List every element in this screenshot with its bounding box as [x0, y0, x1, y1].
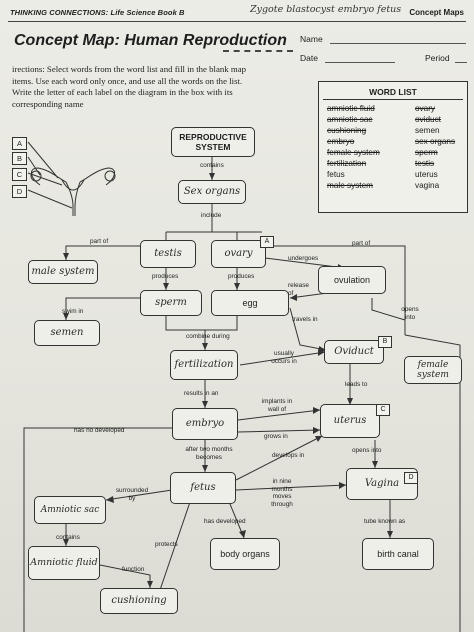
link-tube-known-as: tube known as — [364, 518, 406, 525]
node-fertilization[interactable]: fertilization — [170, 350, 238, 380]
word-item: sperm — [415, 148, 438, 157]
word-item: ovary — [415, 104, 436, 113]
link-implants-in-wall-of: implants in wall of — [261, 398, 293, 413]
link-combine-during: combine during — [186, 333, 230, 340]
instructions: irections: Select words from the word li… — [12, 64, 247, 109]
node-egg: egg — [211, 290, 289, 316]
word-item: vagina — [415, 181, 440, 190]
node-male-system[interactable]: male system — [28, 260, 98, 284]
node-female-system[interactable]: female system — [404, 356, 462, 384]
page-title: Concept Map: Human Reproduction — [14, 32, 287, 49]
node-amniotic-fluid[interactable]: Amniotic fluid — [28, 546, 100, 580]
name-field[interactable] — [330, 43, 466, 44]
word-item: female system — [327, 148, 380, 157]
node-cushioning[interactable]: cushioning — [100, 588, 178, 614]
link-contains: contains — [200, 162, 224, 169]
word-list-rule — [323, 99, 463, 100]
link-part-of-right: part of — [352, 240, 371, 247]
uterus-illustration — [27, 141, 116, 216]
node-oviduct[interactable]: Oviduct — [324, 340, 384, 364]
node-embryo[interactable]: embryo — [172, 408, 238, 440]
link-grows-in: grows in — [264, 433, 288, 440]
word-item: amniotic fluid — [327, 104, 375, 113]
link-has-developed: has developed — [204, 518, 246, 525]
diagram-letter-d[interactable]: D — [12, 185, 27, 198]
node-body-organs: body organs — [210, 538, 280, 570]
link-release-of: release of — [288, 282, 309, 297]
link-leads-to: leads to — [345, 381, 368, 388]
word-item: fertilization — [327, 159, 367, 168]
node-fetus[interactable]: fetus — [170, 472, 236, 504]
period-label: Period — [425, 53, 450, 63]
link-contains-2: contains — [56, 534, 80, 541]
word-item: sex organs — [415, 137, 456, 146]
word-item: uterus — [415, 170, 438, 179]
name-label: Name — [300, 34, 323, 44]
word-list-box: WORD LIST amniotic fluid amniotic sac cu… — [318, 81, 468, 213]
node-sperm[interactable]: sperm — [140, 290, 202, 316]
book-header: THINKING CONNECTIONS: Life Science Book … — [10, 8, 185, 17]
link-has-no-developed: has no developed — [74, 427, 125, 434]
word-item: amniotic sac — [327, 115, 373, 124]
box-letter-b: B — [378, 336, 392, 348]
word-item: oviduct — [415, 115, 441, 124]
node-ovary[interactable]: ovary — [211, 240, 266, 268]
node-semen[interactable]: semen — [34, 320, 100, 346]
word-item: embryo — [327, 137, 355, 146]
link-opens-into-1: opens into — [401, 306, 419, 321]
link-swim-in: swim in — [62, 308, 84, 315]
word-list-title: WORD LIST — [369, 87, 417, 97]
title-underline — [223, 50, 293, 52]
box-letter-a: A — [260, 236, 274, 248]
node-birth-canal: birth canal — [362, 538, 434, 570]
word-item: male system — [327, 181, 373, 190]
link-develops-in: develops in — [272, 452, 305, 459]
handwritten-scribble: Zygote blastocyst embryo fetus — [250, 4, 402, 15]
link-opens-into-2: opens into — [352, 447, 382, 454]
word-item: semen — [415, 126, 440, 135]
box-letter-c: C — [376, 404, 390, 416]
link-protects: protects — [155, 541, 178, 548]
link-surrounded-by: surrounded by — [115, 487, 149, 502]
node-reproductive-system: REPRODUCTIVE SYSTEM — [171, 127, 255, 157]
period-field[interactable] — [455, 62, 467, 63]
header-rule — [8, 21, 466, 22]
diagram-letter-b[interactable]: B — [12, 152, 27, 165]
diagram-letter-a[interactable]: A — [12, 137, 27, 150]
link-produces-2: produces — [228, 273, 255, 280]
node-testis[interactable]: testis — [140, 240, 196, 268]
word-item: fetus — [327, 170, 345, 179]
node-uterus[interactable]: uterus — [320, 404, 380, 438]
date-field[interactable] — [325, 62, 395, 63]
word-item: testis — [415, 159, 435, 168]
word-item: cushioning — [327, 126, 367, 135]
link-produces-1: produces — [152, 273, 179, 280]
link-part-of-left: part of — [90, 238, 109, 245]
node-ovulation: ovulation — [318, 266, 386, 294]
box-letter-d: D — [404, 472, 418, 484]
link-include: include — [201, 212, 222, 219]
date-label: Date — [300, 53, 318, 63]
link-after-two-months-becomes: after two months becomes — [185, 446, 233, 461]
link-usually-occurs-in: usually occurs in — [271, 350, 297, 365]
link-undergoes: undergoes — [288, 255, 319, 262]
diagram-letter-c[interactable]: C — [12, 168, 27, 181]
node-sex-organs[interactable]: Sex organs — [178, 180, 246, 204]
link-results-in-an: results in an — [184, 390, 219, 397]
link-in-nine-months-moves-through: in nine months moves through — [271, 478, 293, 508]
link-function: function — [122, 566, 145, 573]
link-travels-in: travels in — [292, 316, 318, 323]
section-header: Concept Maps — [409, 8, 464, 17]
node-amniotic-sac[interactable]: Amniotic sac — [34, 496, 106, 524]
